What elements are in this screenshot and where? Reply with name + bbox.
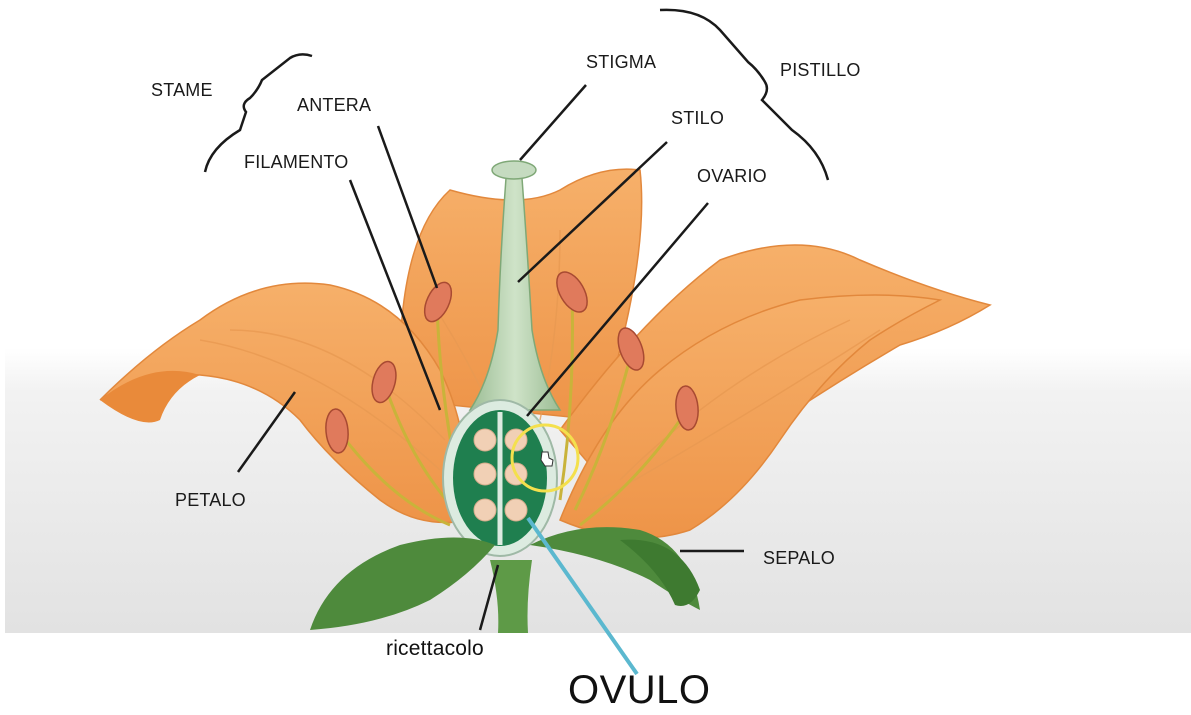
label-sepalo: SEPALO xyxy=(763,548,835,569)
label-ovario: OVARIO xyxy=(697,166,767,187)
label-antera: ANTERA xyxy=(297,95,371,116)
label-petalo: PETALO xyxy=(175,490,246,511)
label-stilo: STILO xyxy=(671,108,724,129)
label-stame: STAME xyxy=(151,80,213,101)
label-pistillo: PISTILLO xyxy=(780,60,861,81)
label-ovulo: OVULO xyxy=(568,668,711,713)
label-filamento: FILAMENTO xyxy=(244,152,348,173)
stigma xyxy=(492,161,536,179)
label-ricettacolo: ricettacolo xyxy=(386,637,484,661)
label-stigma: STIGMA xyxy=(586,52,656,73)
